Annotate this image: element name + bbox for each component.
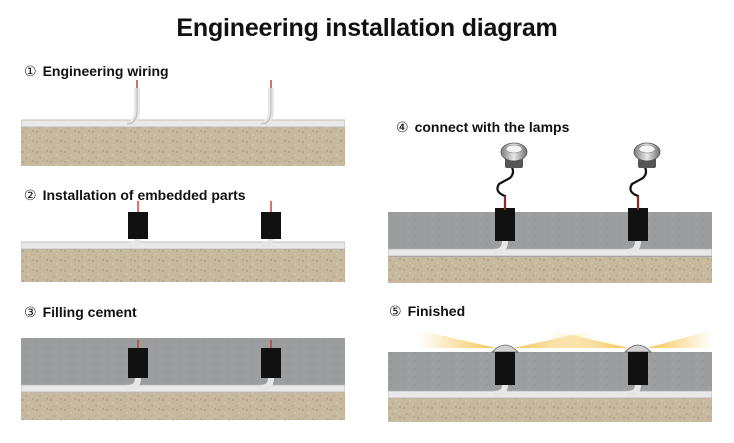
wire-pipe xyxy=(388,248,712,257)
wire-riser-left xyxy=(126,80,140,127)
step-4-number: ④ xyxy=(396,119,409,135)
embedded-sleeve-left xyxy=(128,201,148,248)
step-4-text: connect with the lamps xyxy=(414,119,570,135)
step-5-number: ⑤ xyxy=(389,303,402,319)
step-4-label: ④ connect with the lamps xyxy=(396,119,569,136)
step-1-label: ① Engineering wiring xyxy=(24,63,169,80)
lamp-cap xyxy=(491,344,519,353)
lamp-cap xyxy=(624,344,652,353)
installed-lamp-right xyxy=(624,344,652,397)
sand-layer xyxy=(388,257,712,283)
step-3-number: ③ xyxy=(24,304,37,320)
sand-layer xyxy=(21,248,345,282)
embedded-sleeve-left xyxy=(126,340,148,391)
embedded-sleeve xyxy=(495,352,515,385)
panel-finished xyxy=(388,330,712,422)
step-2-label: ② Installation of embedded parts xyxy=(24,187,246,204)
lamp-assembly-right xyxy=(626,142,661,255)
step-2-text: Installation of embedded parts xyxy=(42,187,246,203)
panel-engineering-wiring xyxy=(21,80,345,166)
step-1-text: Engineering wiring xyxy=(42,63,169,79)
sand-layer xyxy=(21,126,345,166)
step-2-number: ② xyxy=(24,187,37,203)
step-1-number: ① xyxy=(24,63,37,79)
embedded-sleeve xyxy=(628,208,648,241)
panel-filling-cement xyxy=(21,338,345,420)
wire-pipe xyxy=(21,119,345,128)
embedded-sleeve-right xyxy=(259,340,281,391)
panel-connect-lamps xyxy=(388,142,712,283)
step-5-label: ⑤ Finished xyxy=(389,303,465,320)
step-3-label: ③ Filling cement xyxy=(24,304,137,321)
panel-embedded-parts xyxy=(21,201,345,282)
embedded-sleeve xyxy=(495,208,515,241)
step-3-text: Filling cement xyxy=(42,304,137,320)
lamp-assembly-left xyxy=(493,142,528,255)
step-5-text: Finished xyxy=(407,303,466,319)
wire-pipe xyxy=(21,384,345,393)
page-title: Engineering installation diagram xyxy=(176,14,558,42)
wire-pipe xyxy=(388,390,712,399)
installed-lamp-left xyxy=(491,344,519,397)
cement-layer xyxy=(21,338,345,386)
wire-pipe xyxy=(21,241,345,250)
lamp-cable xyxy=(629,163,648,210)
sand-layer xyxy=(21,392,345,420)
wire-riser-right xyxy=(260,80,274,127)
sand-layer xyxy=(388,398,712,422)
lamp-cable xyxy=(496,163,515,210)
cement-layer xyxy=(388,352,712,392)
light-beams-right xyxy=(550,330,712,348)
embedded-sleeve xyxy=(628,352,648,385)
embedded-sleeve-right xyxy=(261,201,281,248)
